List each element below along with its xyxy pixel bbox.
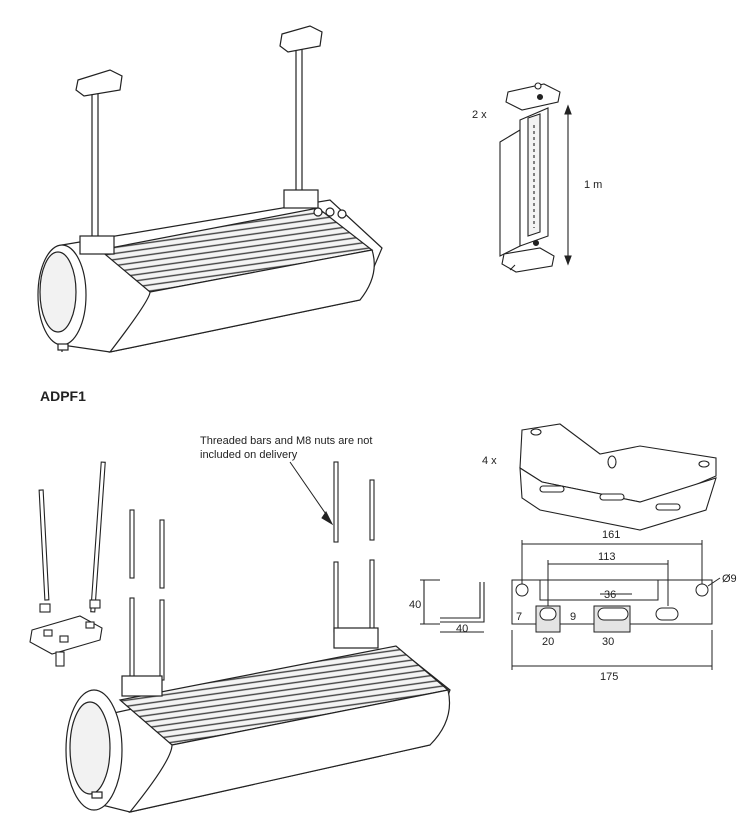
dim-inner: 113 — [598, 551, 616, 563]
length-label: 1 m — [584, 179, 602, 191]
dim-overall: 175 — [600, 671, 618, 683]
delivery-note-line1: Threaded bars and M8 nuts are not — [200, 435, 373, 447]
mounting-plate-3d — [519, 423, 717, 531]
note-pointer — [289, 461, 334, 526]
angle-width-label: 40 — [456, 623, 468, 635]
heater-bottom — [65, 627, 451, 813]
exploded-rods — [29, 461, 375, 681]
rail-bracket-kit — [499, 82, 572, 273]
dim-hole: Ø9 — [722, 573, 737, 585]
dim-mid-height: 9 — [570, 611, 576, 623]
dim-slot-mid: 30 — [602, 636, 614, 648]
angle-height-label: 40 — [409, 599, 421, 611]
section-title: ADPF1 — [40, 388, 86, 404]
dim-outer-holes: 161 — [602, 529, 620, 541]
plate-quantity-label: 4 x — [482, 455, 497, 467]
delivery-note: Threaded bars and M8 nuts are not includ… — [200, 434, 430, 462]
ceiling-bracket-right — [279, 25, 323, 53]
angle-bracket-drawing — [420, 579, 485, 633]
plate-dimension-drawing — [511, 540, 721, 670]
heater-top — [37, 25, 383, 353]
dim-slot-left: 20 — [542, 636, 554, 648]
dim-center: 36 — [604, 589, 616, 601]
bracket-quantity-label: 2 x — [472, 109, 487, 121]
ceiling-bracket-left — [75, 69, 123, 97]
hanging-rod-right — [295, 39, 303, 201]
delivery-note-line2: included on delivery — [200, 449, 298, 461]
dim-left-height: 7 — [516, 611, 522, 623]
hanging-rod-left — [91, 84, 99, 256]
